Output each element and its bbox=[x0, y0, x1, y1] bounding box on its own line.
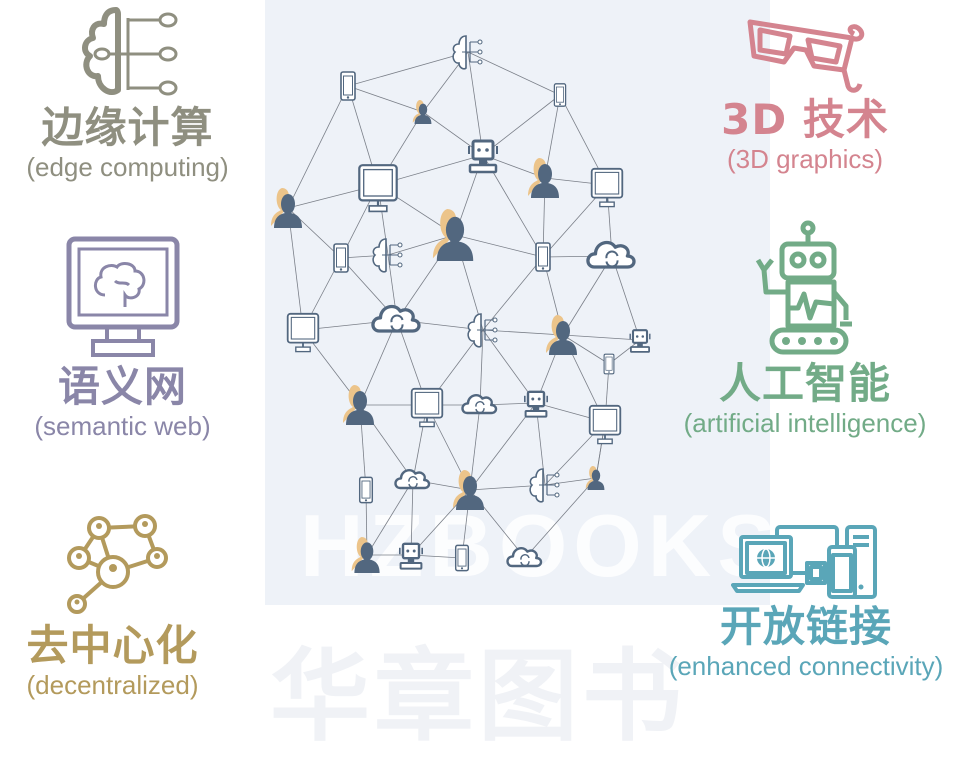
network-node-monitor-icon bbox=[410, 387, 444, 428]
network-node-phone-icon bbox=[535, 242, 551, 272]
network-node-user-icon bbox=[412, 100, 432, 124]
network-node-cloud-sync-icon bbox=[461, 394, 498, 415]
concept-ai: 人工智能 (artificial intelligence) bbox=[655, 220, 955, 438]
network-link bbox=[469, 402, 537, 491]
network-node-phone-icon bbox=[333, 243, 349, 273]
network-node-cloud-sync-icon bbox=[371, 304, 421, 333]
network-node-user-icon bbox=[432, 209, 474, 261]
decentralized-subtitle: (decentralized) bbox=[26, 670, 199, 700]
network-node-edge-cloud-icon bbox=[467, 313, 498, 348]
network-node-phone-icon bbox=[603, 353, 615, 375]
network-link bbox=[482, 256, 544, 331]
network-link bbox=[524, 477, 597, 559]
ai-subtitle: (artificial intelligence) bbox=[683, 408, 927, 438]
network-link bbox=[454, 234, 544, 258]
network-link bbox=[611, 255, 641, 341]
network-link bbox=[347, 51, 469, 87]
network-link bbox=[387, 234, 456, 256]
network-node-user-icon bbox=[528, 158, 559, 198]
network-node-robot-icon bbox=[468, 139, 498, 174]
network-link bbox=[287, 85, 349, 209]
network-node-monitor-icon bbox=[358, 164, 398, 213]
network-link bbox=[544, 477, 597, 486]
3d-glasses-icon bbox=[747, 19, 865, 93]
concept-enhanced-connectivity: 开放链接 (enhanced connectivity) bbox=[646, 525, 966, 681]
network-node-monitor-icon bbox=[588, 404, 622, 445]
network-node-user-icon bbox=[351, 537, 380, 573]
watermark-latin: HZBOOKS bbox=[300, 496, 782, 595]
network-node-phone-icon bbox=[454, 544, 470, 572]
network-node-user-icon bbox=[453, 470, 484, 510]
network-node-user-icon bbox=[546, 315, 577, 355]
semantic-web-title: 语义网 bbox=[57, 362, 187, 411]
edge-computing-title: 边缘计算 bbox=[41, 103, 214, 152]
semantic-web-subtitle: (semantic web) bbox=[34, 411, 211, 441]
network-link bbox=[467, 51, 561, 96]
network-link bbox=[479, 329, 484, 406]
network-link bbox=[359, 319, 398, 406]
network-background-panel bbox=[265, 0, 770, 605]
network-link bbox=[469, 404, 481, 491]
network-link bbox=[366, 479, 414, 556]
network-link bbox=[562, 334, 641, 341]
network-node-edge-cloud-icon bbox=[452, 35, 483, 70]
network-node-edge-cloud-icon bbox=[529, 468, 560, 503]
network-link bbox=[410, 479, 414, 556]
network-node-cloud-sync-icon bbox=[586, 240, 636, 269]
network-node-phone-icon bbox=[358, 476, 374, 504]
network-link bbox=[287, 207, 304, 331]
3d-graphics-title: 3D 技术 bbox=[721, 95, 889, 144]
network-node-user-icon bbox=[343, 385, 374, 425]
network-link bbox=[482, 329, 537, 404]
network-link bbox=[544, 94, 561, 179]
network-node-user-icon bbox=[585, 466, 605, 490]
network-node-monitor-icon bbox=[590, 167, 624, 208]
concept-edge-computing: 边缘计算 (edge computing) bbox=[0, 4, 255, 182]
network-link bbox=[467, 51, 484, 156]
concept-decentralized: 去中心化 (decentralized) bbox=[0, 512, 225, 700]
network-node-phone-icon bbox=[553, 83, 567, 107]
network-node-robot-icon bbox=[523, 390, 549, 418]
robot-icon bbox=[755, 220, 852, 355]
edge-cloud-icon bbox=[81, 7, 177, 96]
concept-3d-graphics: 3D 技术 (3D graphics) bbox=[700, 8, 910, 174]
network-link bbox=[347, 85, 424, 113]
network-diagram bbox=[271, 35, 651, 573]
network-node-phone-icon bbox=[340, 71, 356, 101]
decentralized-network-icon bbox=[66, 514, 168, 614]
network-node-robot-icon bbox=[398, 542, 424, 570]
network-node-user-icon bbox=[271, 188, 302, 228]
network-node-robot-icon bbox=[629, 329, 651, 353]
connectivity-subtitle: (enhanced connectivity) bbox=[668, 651, 944, 681]
network-node-monitor-icon bbox=[286, 312, 320, 353]
devices-icon bbox=[731, 525, 877, 599]
network-link bbox=[482, 94, 561, 156]
decentralized-title: 去中心化 bbox=[26, 621, 199, 670]
connectivity-title: 开放链接 bbox=[719, 602, 892, 651]
network-link bbox=[562, 255, 613, 336]
network-node-cloud-sync-icon bbox=[394, 469, 431, 490]
network-link bbox=[562, 334, 610, 365]
network-node-cloud-sync-icon bbox=[506, 547, 543, 568]
concept-semantic-web: 语义网 (semantic web) bbox=[0, 235, 245, 441]
edge-computing-subtitle: (edge computing) bbox=[26, 152, 229, 182]
brain-monitor-icon bbox=[66, 236, 179, 357]
network-node-edge-cloud-icon bbox=[372, 238, 403, 273]
3d-graphics-subtitle: (3D graphics) bbox=[726, 144, 884, 174]
ai-title: 人工智能 bbox=[718, 359, 891, 408]
